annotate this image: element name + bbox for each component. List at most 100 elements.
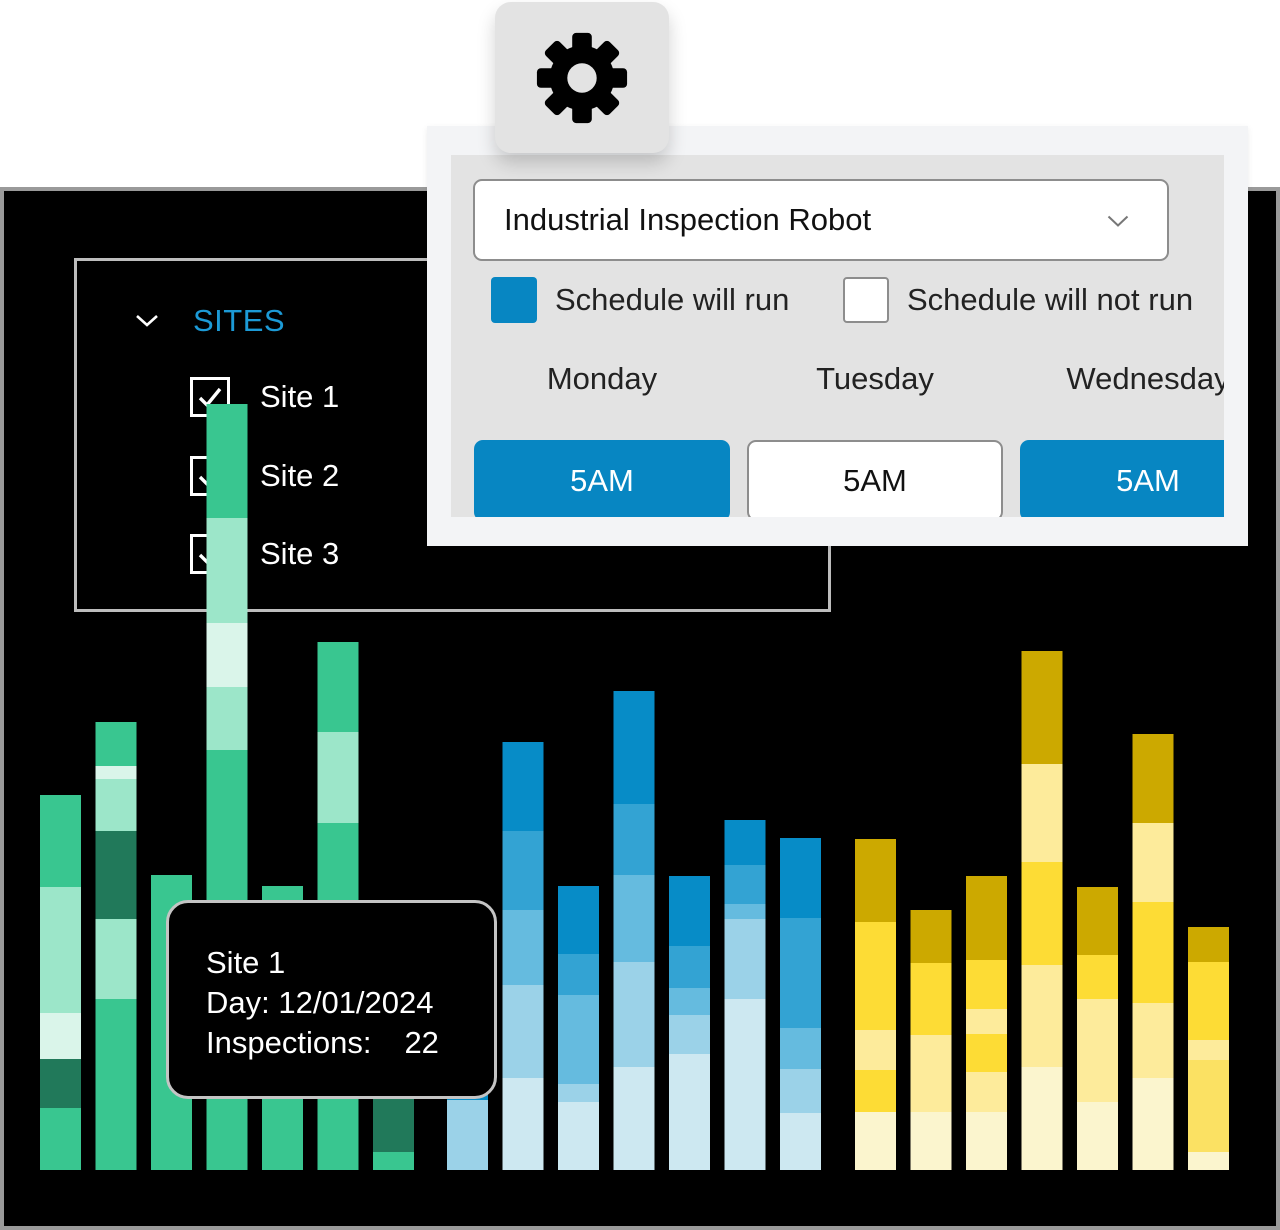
yellow-bar-1-segment-2[interactable] — [855, 1070, 896, 1112]
blue-bar-2-segment-4[interactable] — [502, 831, 544, 910]
yellow-bar-1-segment-4[interactable] — [855, 922, 896, 1030]
yellow-bar-5-segment-4[interactable] — [1077, 955, 1118, 999]
blue-bar-3-segment-4[interactable] — [558, 954, 599, 995]
blue-bar-3-segment-2[interactable] — [558, 1084, 599, 1102]
yellow-bar-4-segment-3[interactable] — [1021, 862, 1063, 965]
blue-bar-7-segment-2[interactable] — [780, 1069, 821, 1113]
site-option-3[interactable]: Site 3 — [190, 534, 339, 574]
blue-bar-7-segment-3[interactable] — [780, 1028, 821, 1069]
green-bar-4-segment-4[interactable] — [206, 518, 248, 623]
blue-bar-5-segment-5[interactable] — [669, 876, 710, 946]
wednesday-time-button[interactable]: 5AM — [1020, 440, 1224, 517]
yellow-bar-1-segment-5[interactable] — [855, 839, 896, 922]
blue-bar-6-segment-4[interactable] — [724, 865, 766, 904]
yellow-bar-3-segment-2[interactable] — [966, 1072, 1007, 1112]
monday-time-button[interactable]: 5AM — [474, 440, 730, 517]
yellow-bar-2-segment-4[interactable] — [910, 963, 952, 1035]
yellow-bar-1-segment-1[interactable] — [855, 1112, 896, 1170]
blue-bar-4-segment-3[interactable] — [613, 875, 655, 962]
yellow-bar-3-segment-6[interactable] — [966, 876, 1007, 960]
blue-bar-4-segment-4[interactable] — [613, 804, 655, 875]
yellow-bar-6-segment-1[interactable] — [1132, 1078, 1174, 1170]
yellow-bar-5-segment-3[interactable] — [1077, 999, 1118, 1086]
day-name-monday: Monday — [546, 361, 658, 396]
yellow-bar-4-segment-1[interactable] — [1021, 1067, 1063, 1170]
sites-title: SITES — [193, 303, 286, 338]
green-bar-1-segment-5[interactable] — [40, 795, 81, 887]
green-bar-2-segment-3[interactable] — [95, 831, 137, 919]
blue-bar-6-segment-3[interactable] — [724, 904, 766, 919]
green-bar-6-segment-2[interactable] — [317, 732, 359, 823]
legend-will-not-run: Schedule will not run — [843, 276, 1193, 324]
blue-bar-6-segment-2[interactable] — [724, 919, 766, 999]
day-column-tuesday: Tuesday 5AM — [747, 359, 1003, 517]
yellow-bar-6-segment-3[interactable] — [1132, 902, 1174, 1003]
blue-bar-7-segment-5[interactable] — [780, 838, 821, 918]
legend-not-run-label: Schedule will not run — [907, 282, 1194, 317]
blue-bar-4-segment-5[interactable] — [613, 691, 655, 804]
blue-bar-5-segment-2[interactable] — [669, 1015, 710, 1054]
yellow-bar-7-segment-2[interactable] — [1188, 1060, 1229, 1152]
blue-bar-2-segment-1[interactable] — [502, 1078, 544, 1170]
blue-bar-3-segment-1[interactable] — [558, 1102, 599, 1170]
yellow-bar-2-segment-5[interactable] — [910, 910, 952, 963]
green-bar-2-segment-5[interactable] — [95, 766, 137, 779]
yellow-bar-3-segment-5[interactable] — [966, 960, 1007, 1009]
blue-bar-4-segment-1[interactable] — [613, 1067, 655, 1170]
blue-bar-3-segment-3[interactable] — [558, 995, 599, 1084]
blue-bar-3-segment-5[interactable] — [558, 886, 599, 954]
yellow-bar-7-segment-1[interactable] — [1188, 1152, 1229, 1170]
blue-bar-1-segment-1[interactable] — [447, 1100, 488, 1170]
site-option-1[interactable]: Site 1 — [190, 377, 339, 417]
tuesday-time-button[interactable]: 5AM — [747, 440, 1003, 517]
green-bar-7-segment-1[interactable] — [373, 1152, 414, 1170]
green-bar-6-segment-3[interactable] — [317, 642, 359, 732]
yellow-bar-5-segment-5[interactable] — [1077, 887, 1118, 955]
green-bar-4-segment-2[interactable] — [206, 687, 248, 750]
yellow-bar-3-segment-1[interactable] — [966, 1112, 1007, 1170]
sites-header[interactable]: SITES — [135, 301, 285, 341]
green-bar-4-segment-5[interactable] — [206, 404, 248, 518]
chevron-down-icon[interactable] — [135, 314, 159, 328]
yellow-bar-5-segment-2[interactable] — [1077, 1086, 1118, 1102]
yellow-bar-6-segment-2[interactable] — [1132, 1003, 1174, 1078]
blue-bar-7-segment-1[interactable] — [780, 1113, 821, 1170]
yellow-bar-6-segment-5[interactable] — [1132, 734, 1174, 823]
yellow-bar-7-segment-5[interactable] — [1188, 927, 1229, 962]
blue-bar-5-segment-1[interactable] — [669, 1054, 710, 1170]
yellow-bar-1-segment-3[interactable] — [855, 1030, 896, 1070]
green-bar-1-segment-2[interactable] — [40, 1059, 81, 1108]
yellow-bar-7-segment-3[interactable] — [1188, 1040, 1229, 1060]
yellow-bar-3-segment-4[interactable] — [966, 1009, 1007, 1034]
blue-bar-2-segment-2[interactable] — [502, 985, 544, 1078]
blue-bar-6-segment-5[interactable] — [724, 820, 766, 865]
yellow-bar-5-segment-1[interactable] — [1077, 1102, 1118, 1170]
yellow-bar-3-segment-3[interactable] — [966, 1034, 1007, 1072]
blue-bar-7-segment-4[interactable] — [780, 918, 821, 1028]
blue-bar-2-segment-5[interactable] — [502, 742, 544, 831]
yellow-bar-4-segment-4[interactable] — [1021, 764, 1063, 862]
green-bar-4-segment-3[interactable] — [206, 623, 248, 687]
yellow-bar-2-segment-2[interactable] — [910, 1067, 952, 1112]
green-bar-1-segment-3[interactable] — [40, 1013, 81, 1059]
settings-button[interactable] — [495, 2, 669, 153]
yellow-bar-4-segment-2[interactable] — [1021, 965, 1063, 1067]
yellow-bar-2-segment-1[interactable] — [910, 1112, 952, 1170]
yellow-bar-7-segment-4[interactable] — [1188, 962, 1229, 1040]
yellow-bar-2-segment-3[interactable] — [910, 1035, 952, 1067]
green-bar-1-segment-1[interactable] — [40, 1108, 81, 1170]
yellow-bar-6-segment-4[interactable] — [1132, 823, 1174, 902]
green-bar-2-segment-1[interactable] — [95, 999, 137, 1170]
green-bar-2-segment-4[interactable] — [95, 779, 137, 831]
blue-bar-6-segment-1[interactable] — [724, 999, 766, 1170]
blue-bar-2-segment-3[interactable] — [502, 910, 544, 985]
blue-bar-5-segment-4[interactable] — [669, 946, 710, 988]
blue-bar-5-segment-3[interactable] — [669, 988, 710, 1015]
blue-bar-4-segment-2[interactable] — [613, 962, 655, 1067]
green-bar-2-segment-6[interactable] — [95, 722, 137, 766]
green-bar-2-segment-2[interactable] — [95, 919, 137, 999]
green-bar-1-segment-4[interactable] — [40, 887, 81, 1013]
yellow-bar-4-segment-5[interactable] — [1021, 651, 1063, 764]
legend-will-run: Schedule will run — [491, 276, 789, 324]
robot-select-dropdown[interactable]: Industrial Inspection Robot — [473, 179, 1169, 261]
